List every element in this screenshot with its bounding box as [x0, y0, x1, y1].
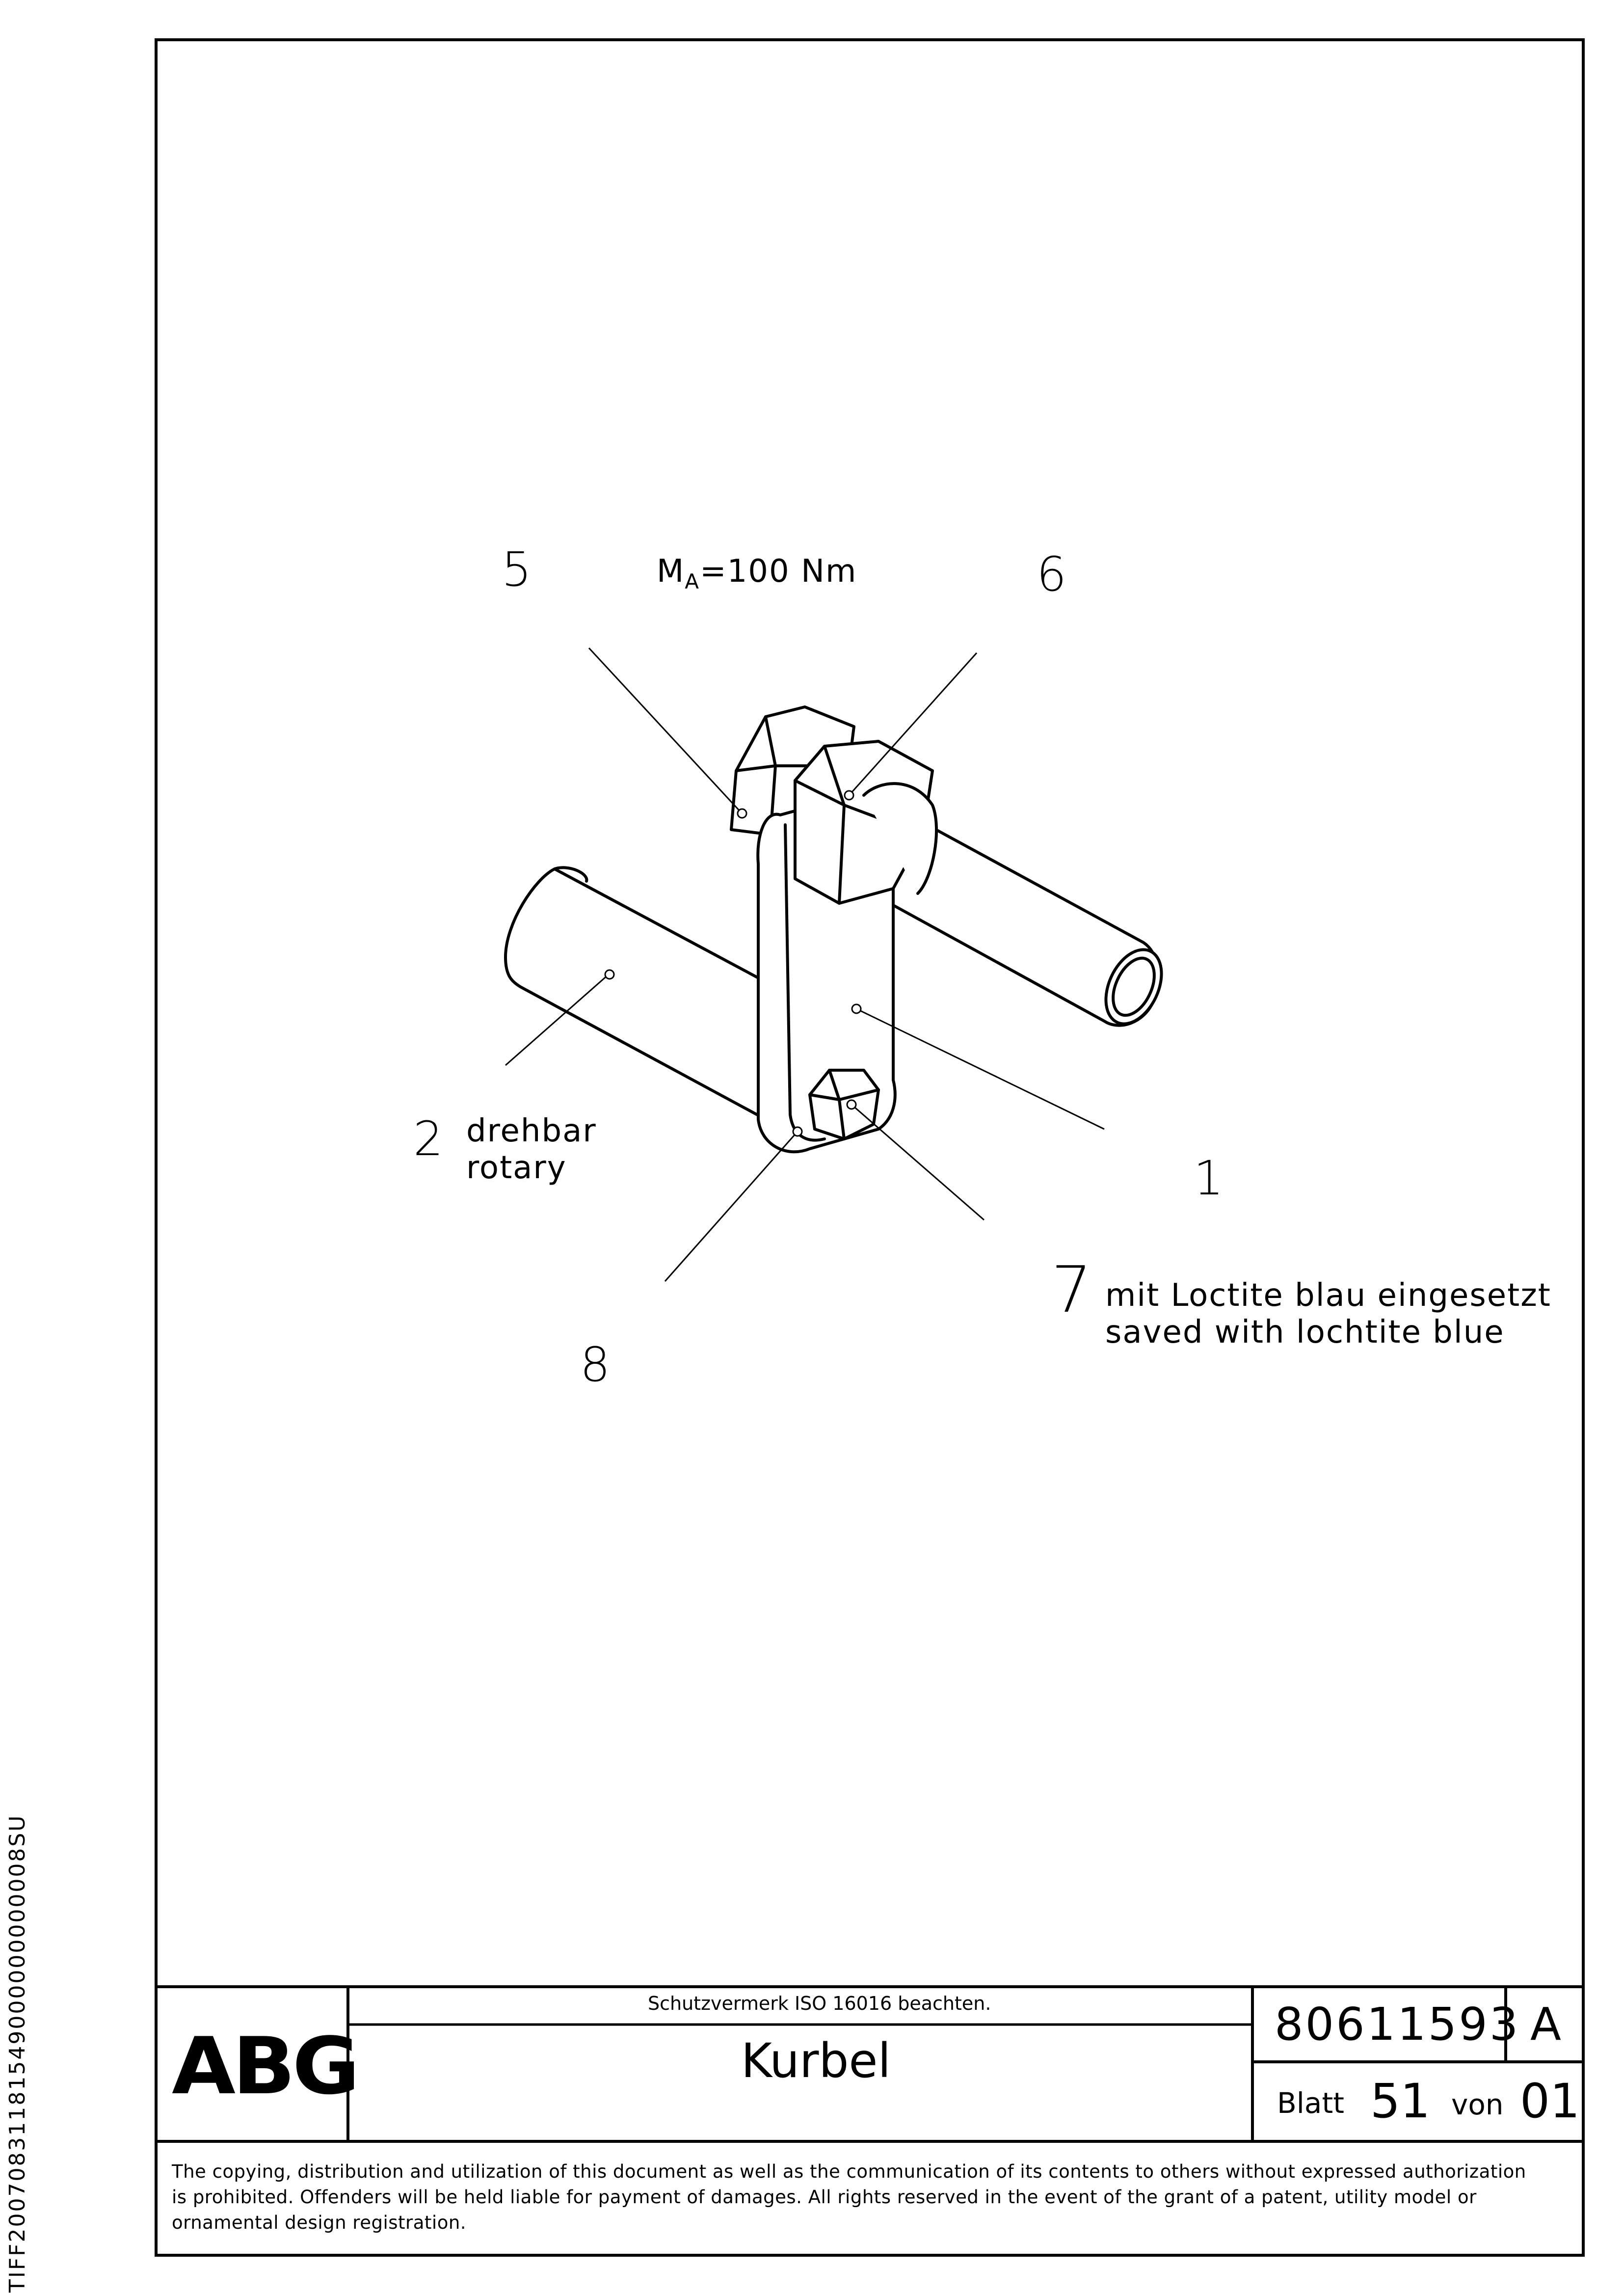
callout-8: 8	[580, 1337, 611, 1392]
note-7-german: mit Loctite blau eingesetzt	[1105, 1277, 1551, 1314]
of-label: von	[1451, 2088, 1504, 2121]
rear-pin	[504, 867, 767, 1121]
torque-value: =100 Nm	[699, 553, 857, 590]
leader-line-5	[588, 647, 742, 813]
note-2-english: rotary	[466, 1150, 567, 1186]
abg-logo: ABG	[172, 2020, 360, 2112]
note-7-english: saved with lochtite blue	[1105, 1314, 1505, 1351]
torque-spec: MA=100 Nm	[657, 556, 857, 592]
sheet-number: 51	[1370, 2074, 1431, 2129]
torque-subscript: A	[685, 569, 700, 594]
total-sheets: 01	[1520, 2074, 1580, 2129]
front-pin-end	[1104, 948, 1163, 1026]
revision-letter: A	[1530, 1998, 1561, 2051]
torque-symbol: M	[657, 553, 685, 590]
leader-line-1	[856, 1008, 1105, 1130]
leader-line-6	[848, 652, 978, 796]
protection-note: Schutzvermerk ISO 16016 beachten.	[648, 1993, 991, 2014]
leader-line-7	[851, 1104, 984, 1221]
drawing-title: Kurbel	[741, 2033, 891, 2088]
document-number: 80611593	[1275, 1998, 1520, 2051]
callout-5: 5	[502, 542, 532, 597]
drawing-frame	[155, 38, 1585, 2257]
callout-7: 7	[1051, 1252, 1092, 1327]
callout-2: 2	[413, 1111, 444, 1166]
callout-6: 6	[1037, 547, 1067, 602]
note-2-german: drehbar	[466, 1113, 597, 1149]
leader-line-8	[664, 1131, 798, 1282]
small-hex-bolt	[808, 1069, 880, 1140]
leader-line-2	[505, 973, 609, 1066]
sheet-label: Blatt	[1277, 2086, 1344, 2120]
copyright-disclaimer: The copying, distribution and utilizatio…	[172, 2161, 1526, 2233]
callout-1: 1	[1194, 1151, 1224, 1206]
